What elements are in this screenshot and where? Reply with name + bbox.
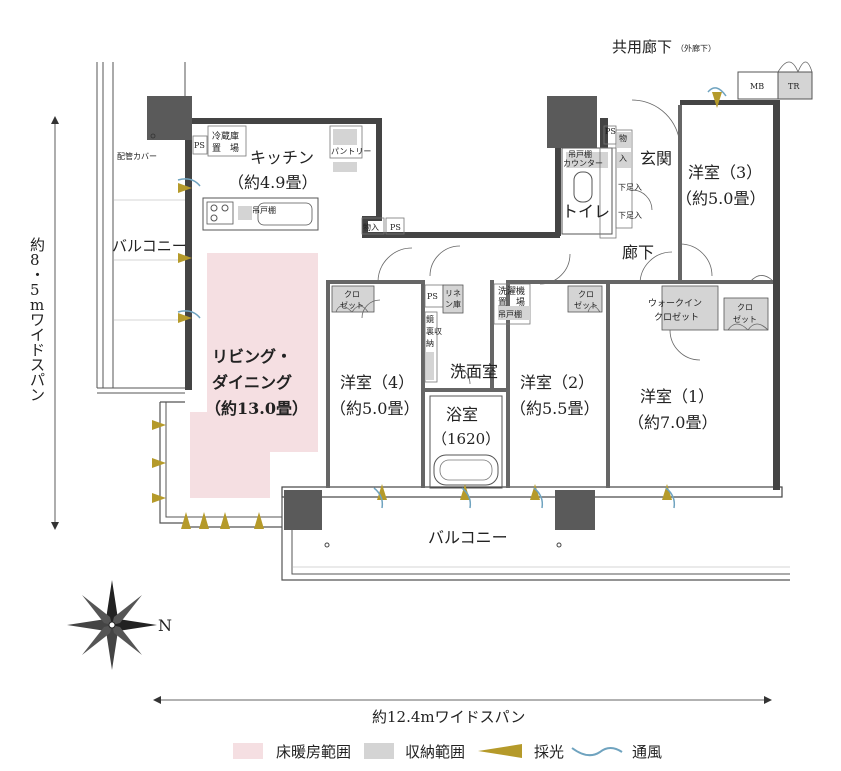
mirror-label-2: 裏収 — [426, 326, 442, 336]
shoe-label-2: 下足入 — [618, 211, 642, 220]
legend-ventilation: 通風 — [632, 743, 662, 761]
legend: 床暖房範囲 収納範囲 採光 通風 — [233, 743, 662, 761]
depth-span-char: パ — [30, 371, 45, 389]
room2-name: 洋室（2） — [520, 373, 594, 392]
room4-size: （約5.0畳） — [330, 399, 419, 418]
mirror-label-3: 納 — [426, 338, 434, 348]
legend-light-arrow-icon — [478, 744, 522, 758]
washer-label-1: 洗濯機 — [498, 285, 525, 297]
room3-size: （約5.0畳） — [676, 189, 765, 208]
tr-label: TR — [788, 82, 800, 91]
wic-label-2: クロゼット — [654, 311, 699, 323]
closet1-label-2: ゼット — [733, 314, 757, 324]
toilet-shelf-label: 吊戸棚 — [568, 149, 592, 159]
balcony-bottom-name: バルコニー — [428, 528, 508, 547]
floor-heating-area — [190, 253, 318, 498]
washroom-name: 洗面室 — [450, 362, 498, 381]
depth-span-char: ン — [30, 386, 45, 404]
hallway-name: 廊下 — [622, 243, 654, 262]
kitchen-size: （約4.9畳） — [228, 173, 317, 192]
fixture-labels: 冷蔵庫 置 場 パントリー 配管カバー PS 吊戸棚 物入 PS PS 吊戸棚 … — [117, 82, 800, 348]
fridge-label-1: 冷蔵庫 — [212, 130, 239, 142]
mb-label: MB — [750, 82, 764, 91]
kitchen-shelf-label: 吊戸棚 — [252, 205, 276, 215]
left-balcony — [96, 62, 186, 394]
fridge-label-2: 置 場 — [212, 142, 239, 154]
legend-wind-icon — [571, 747, 623, 757]
washer-shelf-label: 吊戸棚 — [498, 309, 522, 319]
depth-span-char: ド — [30, 341, 45, 359]
width-span-label: 約12.4mワイドスパン — [372, 708, 525, 726]
closet1-label-1: クロ — [737, 303, 753, 312]
closet4-label-2: ゼット — [340, 300, 364, 310]
closet2-label-1: クロ — [578, 290, 594, 299]
storage-label-kitchen: 物入 — [363, 222, 379, 232]
legend-floor-heating: 床暖房範囲 — [276, 743, 351, 761]
partitions — [192, 105, 773, 489]
washer-label-2: 置 場 — [498, 296, 525, 308]
doors — [335, 99, 773, 385]
counter-label: カウンター — [563, 159, 603, 168]
bath-size: （1620） — [432, 430, 500, 448]
depth-span-char: ・ — [30, 266, 45, 284]
meter-boxes — [737, 61, 813, 100]
shoe-label-1: 下足入 — [618, 183, 642, 192]
corridor-name: 共用廊下 — [612, 38, 672, 56]
ps-label-bath: PS — [427, 292, 438, 301]
light-arrows — [152, 92, 722, 529]
pantry-label: パントリー — [331, 147, 371, 156]
ventilation-marks — [177, 87, 727, 509]
pipe-cover-label: 配管カバー — [117, 151, 157, 161]
room-labels: キッチン （約4.9畳） リビング・ ダイニング （約13.0畳） 洋室（3） … — [112, 38, 765, 547]
pillars — [147, 96, 597, 530]
living-name-1: リビング・ — [212, 347, 292, 366]
living-name-2: ダイニング — [212, 373, 292, 392]
depth-span-char: 約 — [30, 236, 45, 254]
balcony-left-name: バルコニー — [112, 237, 187, 255]
ps-label-kitchen: PS — [194, 141, 205, 150]
legend-swatch-floor-heating — [233, 743, 263, 759]
wic-label-1: ウォークイン — [648, 298, 702, 309]
room1-size: （約7.0畳） — [628, 413, 717, 432]
closet4-label-1: クロ — [344, 290, 360, 299]
room2-size: （約5.5畳） — [510, 399, 599, 418]
bottom-balcony — [281, 497, 790, 581]
compass-icon: N — [67, 580, 172, 670]
depth-span-char: イ — [30, 326, 45, 344]
bath-name: 浴室 — [446, 405, 478, 424]
kitchen-name: キッチン — [250, 148, 314, 167]
corridor-note: （外廊下） — [676, 43, 716, 53]
entrance-storage-2: 入 — [619, 154, 627, 163]
living-size: （約13.0畳） — [205, 399, 308, 418]
depth-span-char: 5 — [30, 281, 40, 299]
room4-name: 洋室（4） — [340, 373, 414, 392]
depth-span-char: ワ — [30, 311, 45, 329]
compass-n-label: N — [158, 616, 172, 635]
width-dimension: 約12.4mワイドスパン — [153, 696, 772, 726]
depth-span-char: m — [30, 296, 44, 314]
ps-label-middle: PS — [390, 223, 401, 232]
depth-span-char: 8 — [30, 251, 40, 269]
linen-label-2: ン庫 — [445, 299, 461, 309]
toilet-name: トイレ — [562, 202, 610, 221]
linen-label-1: リネ — [445, 289, 461, 298]
legend-light: 採光 — [534, 743, 564, 761]
legend-storage: 収納範囲 — [405, 743, 465, 761]
ps-label-entrance: PS — [605, 127, 616, 136]
closet2-label-2: ゼット — [574, 300, 598, 310]
depth-span-char: ス — [30, 356, 45, 374]
entrance-storage-1: 物 — [619, 133, 627, 143]
room1-name: 洋室（1） — [640, 387, 714, 406]
entrance-name: 玄関 — [640, 149, 672, 168]
room3-name: 洋室（3） — [688, 163, 762, 182]
legend-swatch-storage — [364, 743, 394, 759]
mirror-label-1: 鏡 — [426, 314, 434, 324]
